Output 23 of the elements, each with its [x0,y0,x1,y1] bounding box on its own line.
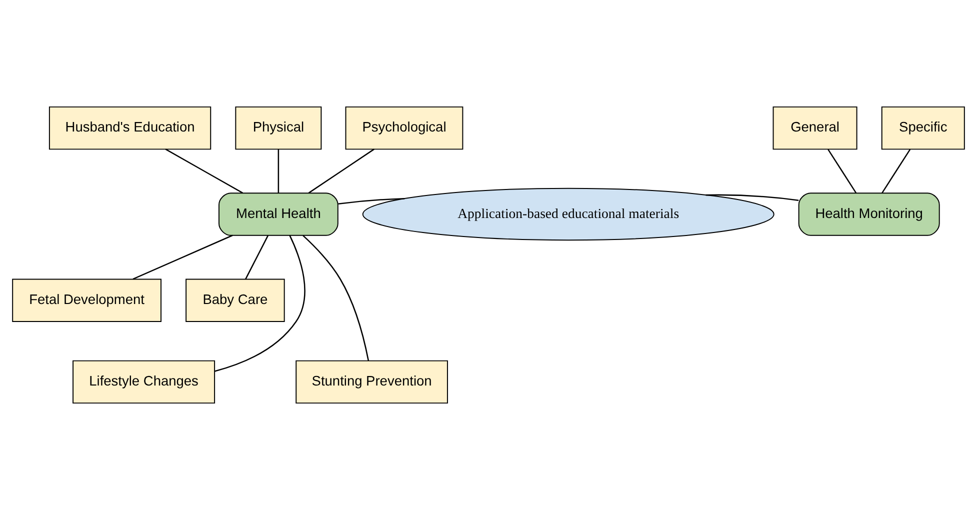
connector [245,235,269,280]
node-box: Specific [881,106,965,150]
connector [308,148,374,194]
connector [882,149,911,194]
node-box: General [772,106,858,150]
connector [302,235,370,361]
node-box: Physical [235,106,322,150]
connector [278,149,280,194]
connector [338,198,405,204]
node-box: Health Monitoring [798,192,940,236]
connector [706,194,799,201]
node-ellipse: Application-based educational materials [362,188,774,241]
connector [214,235,306,372]
node-box: Mental Health [218,192,338,236]
connector [165,148,243,194]
node-box: Fetal Development [12,278,162,322]
node-box: Lifestyle Changes [72,360,216,404]
node-box: Baby Care [186,278,285,322]
connector [132,234,233,280]
node-box: Stunting Prevention [296,360,448,404]
node-box: Psychological [345,106,464,150]
connector [828,149,857,194]
node-box: Husband's Education [48,106,212,150]
